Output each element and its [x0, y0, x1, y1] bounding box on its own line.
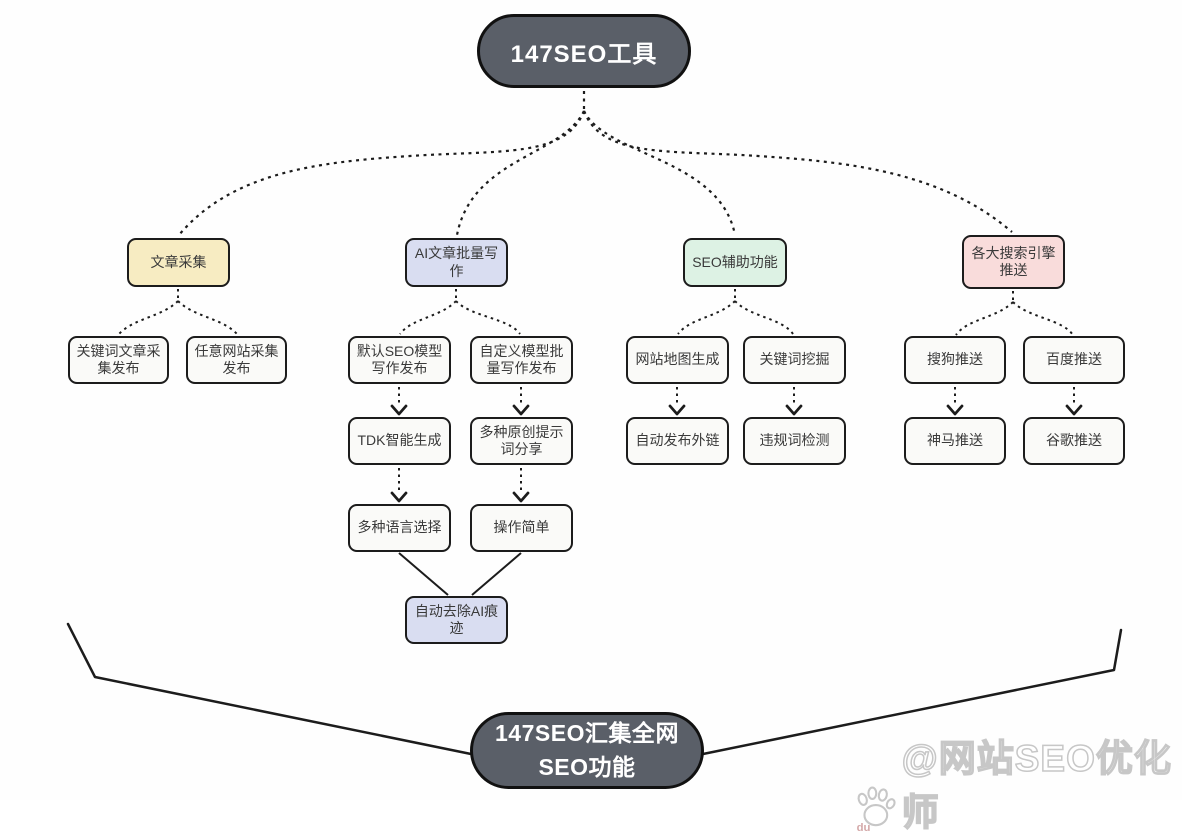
arrow-head — [390, 404, 408, 416]
article-collect-split-line — [118, 289, 238, 335]
node-147seo-root: 147SEO工具 — [477, 14, 691, 88]
arrow-head — [946, 404, 964, 416]
summary-right-line — [701, 628, 1123, 756]
node-sitemap-generate: 网站地图生成 — [626, 336, 729, 384]
root-label: 147SEO工具 — [510, 40, 658, 68]
node-multi-language: 多种语言选择 — [348, 504, 451, 552]
summary-label-line2: SEO功能 — [538, 753, 636, 780]
node-custom-model: 自定义模型批量写作发布 — [470, 336, 573, 384]
merge-line-right — [471, 552, 522, 596]
node-tdk-generate: TDK智能生成 — [348, 417, 451, 465]
node-violation-check: 违规词检测 — [743, 417, 846, 465]
connector-lines — [66, 91, 1123, 756]
node-any-site-collect: 任意网站采集发布 — [186, 336, 287, 384]
node-baidu-push: 百度推送 — [1023, 336, 1125, 384]
arrow-head — [512, 404, 530, 416]
flowchart-canvas: 147SEO工具 文章采集 AI文章批量写作 SEO辅助功能 各大搜索引擎推送 … — [66, 14, 1172, 834]
node-article-collect: 文章采集 — [127, 238, 230, 287]
summary-label-line1: 147SEO汇集全网 — [495, 720, 679, 747]
node-shenma-push: 神马推送 — [904, 417, 1006, 465]
ai-writing-split-line — [399, 289, 521, 335]
node-default-seo-model: 默认SEO模型写作发布 — [348, 336, 451, 384]
root-to-article-collect-line — [178, 110, 586, 236]
node-sogou-push: 搜狗推送 — [904, 336, 1006, 384]
engine-push-split-line — [955, 291, 1074, 336]
arrow-head — [1065, 404, 1083, 416]
merge-line-left — [398, 552, 449, 596]
arrow-head — [785, 404, 803, 416]
node-keyword-article-collect: 关键词文章采集发布 — [68, 336, 169, 384]
watermark: du @网站SEO优化师 — [854, 728, 1182, 836]
root-to-ai-writing-line — [455, 110, 585, 236]
node-keyword-mining: 关键词挖掘 — [743, 336, 846, 384]
arrow-head — [390, 491, 408, 503]
node-auto-backlinks: 自动发布外链 — [626, 417, 729, 465]
node-remove-ai-trace: 自动去除AI痕迹 — [405, 596, 508, 644]
node-ai-writing: AI文章批量写作 — [405, 238, 508, 287]
node-seo-assist: SEO辅助功能 — [683, 238, 787, 287]
root-to-engine-push-line — [582, 110, 1013, 233]
seo-assist-split-line — [677, 289, 794, 335]
node-easy-operation: 操作简单 — [470, 504, 573, 552]
node-engine-push: 各大搜索引擎推送 — [962, 235, 1065, 289]
node-google-push: 谷歌推送 — [1023, 417, 1125, 465]
summary-left-line — [66, 622, 473, 756]
root-to-seo-assist-line — [583, 110, 737, 236]
node-prompt-share: 多种原创提示词分享 — [470, 417, 573, 465]
watermark-du-label: du — [857, 822, 871, 834]
node-summary: 147SEO汇集全网 SEO功能 — [470, 712, 704, 789]
baidu-paw-icon: du — [857, 786, 896, 834]
arrow-head — [512, 491, 530, 503]
watermark-handle: @网站SEO优化师 — [901, 737, 1172, 834]
arrow-head — [668, 404, 686, 416]
